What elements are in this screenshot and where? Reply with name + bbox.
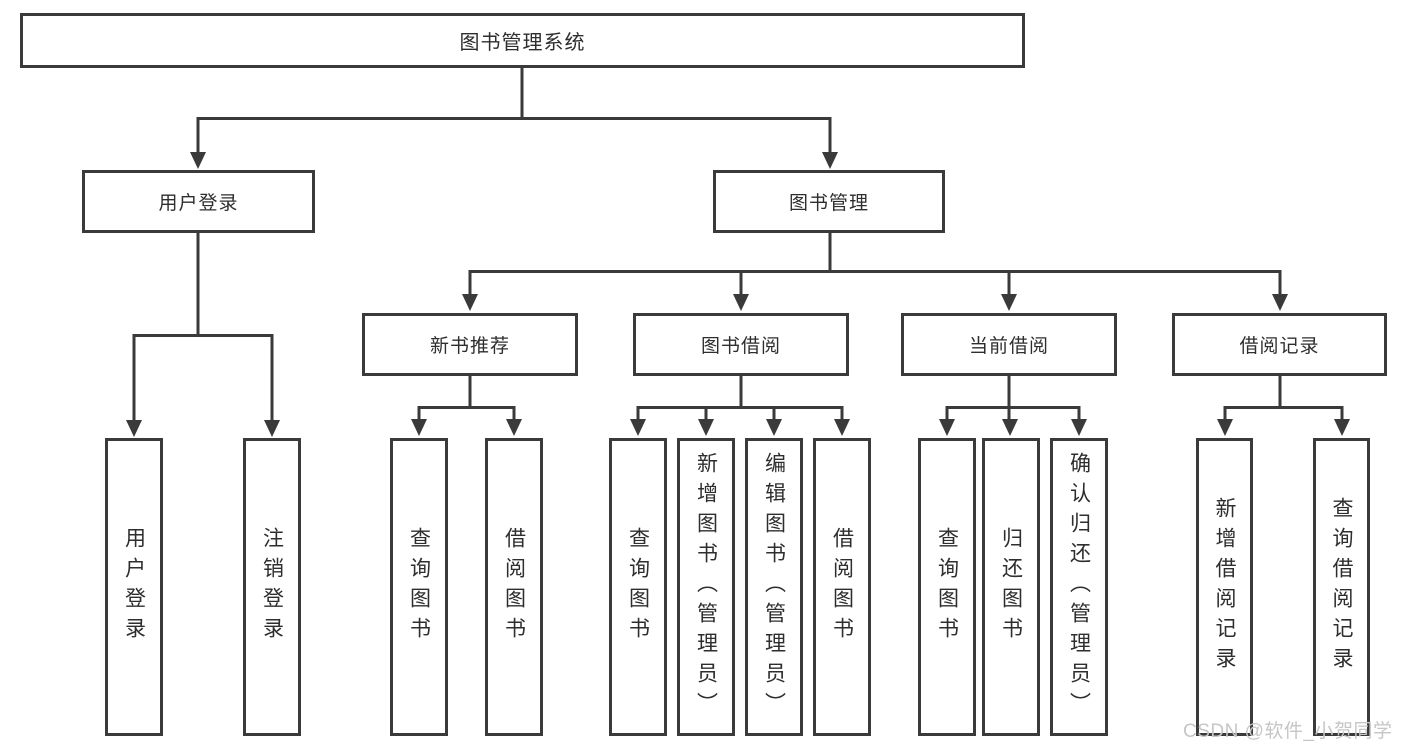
connector-strokes	[132, 68, 1344, 422]
node-label: 查询图书	[626, 527, 650, 647]
node-label: 图书借阅	[700, 336, 781, 357]
leaf-query-books-recommend: 查询图书	[390, 438, 448, 736]
node-current-borrowing: 当前借阅	[901, 313, 1117, 376]
node-label: 查询图书	[407, 527, 431, 647]
node-label: 图书管理系统	[459, 32, 586, 54]
leaf-query-books-current: 查询图书	[918, 438, 976, 736]
node-library-management-system: 图书管理系统	[20, 13, 1025, 68]
node-label: 借阅图书	[830, 527, 854, 647]
arrowheads	[126, 152, 1350, 437]
leaf-borrow-books-recommend: 借阅图书	[485, 438, 543, 736]
leaf-confirm-return-admin: 确认归还（管理员）	[1050, 438, 1108, 736]
leaf-add-book-admin: 新增图书（管理员）	[677, 438, 735, 736]
node-book-borrowing: 图书借阅	[633, 313, 849, 376]
node-label: 新增图书（管理员）	[694, 452, 718, 722]
node-label: 注销登录	[260, 527, 284, 647]
node-label: 图书管理	[788, 193, 869, 214]
node-label: 借阅记录	[1239, 336, 1320, 357]
leaf-logout: 注销登录	[243, 438, 301, 736]
watermark: CSDN @软件_小贺同学	[1183, 721, 1393, 742]
leaf-borrow-books-borrowing: 借阅图书	[813, 438, 871, 736]
node-new-book-recommendation: 新书推荐	[362, 313, 578, 376]
node-label: 用户登录	[158, 193, 239, 214]
leaf-query-borrow-record: 查询借阅记录	[1313, 438, 1370, 736]
node-label: 借阅图书	[502, 527, 526, 647]
leaf-user-login: 用户登录	[105, 438, 163, 736]
node-label: 用户登录	[122, 527, 146, 647]
node-label: 编辑图书（管理员）	[762, 452, 786, 722]
node-book-management: 图书管理	[713, 170, 945, 233]
node-label: 当前借阅	[968, 336, 1049, 357]
leaf-query-books-borrowing: 查询图书	[609, 438, 667, 736]
node-label: 查询图书	[935, 527, 959, 647]
node-borrowing-records: 借阅记录	[1172, 313, 1387, 376]
node-label: 归还图书	[999, 527, 1023, 647]
node-label: 确认归还（管理员）	[1067, 452, 1091, 722]
leaf-return-books: 归还图书	[982, 438, 1040, 736]
node-label: 查询借阅记录	[1330, 497, 1353, 677]
leaf-edit-book-admin: 编辑图书（管理员）	[745, 438, 803, 736]
node-user-login: 用户登录	[82, 170, 315, 233]
node-label: 新增借阅记录	[1213, 497, 1236, 677]
leaf-add-borrow-record: 新增借阅记录	[1196, 438, 1253, 736]
node-label: 新书推荐	[429, 336, 510, 357]
